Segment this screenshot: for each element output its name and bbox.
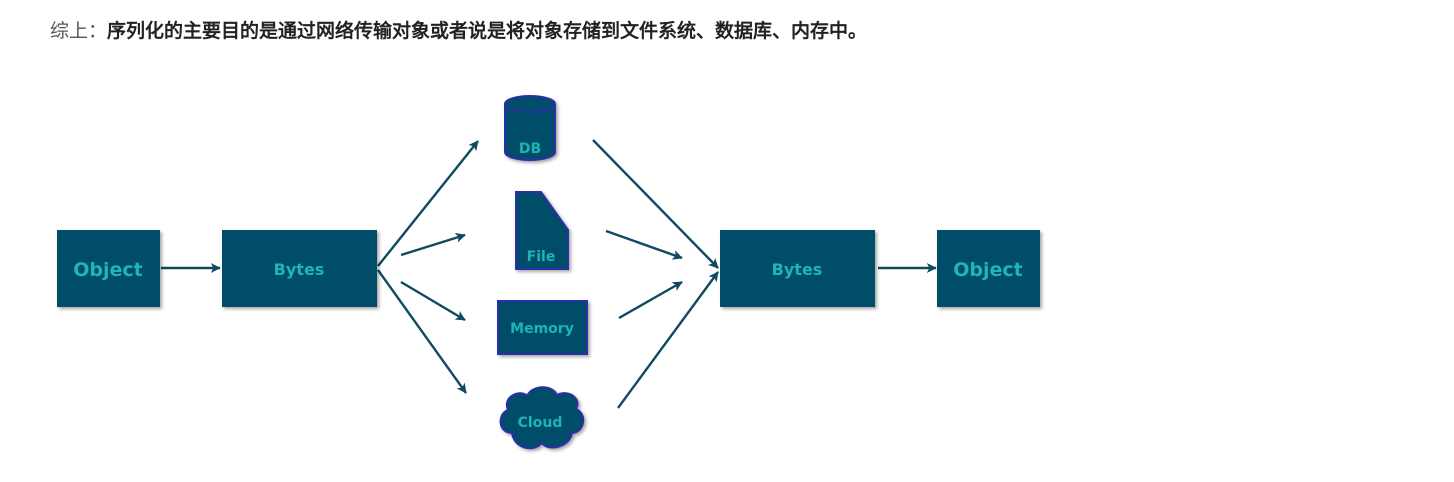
object-node-left-label: Object — [73, 259, 143, 281]
arrow-bytes-to-db — [377, 140, 479, 267]
bytes-node-right: Bytes — [720, 230, 875, 307]
summary-prefix: 综上： — [50, 20, 108, 42]
arrow-cloud-to-bytes — [617, 271, 719, 409]
arrow-db-to-bytes — [592, 139, 719, 269]
db-label: DB — [519, 141, 541, 157]
arrow-memory-to-bytes — [618, 280, 683, 320]
database-icon: DB — [504, 95, 556, 161]
object-node-right: Object — [937, 230, 1040, 307]
summary-text: 序列化的主要目的是通过网络传输对象或者说是将对象存储到文件系统、数据库、内存中。 — [107, 20, 868, 42]
bytes-node-left: Bytes — [222, 230, 377, 307]
arrow-bytes-to-cloud — [377, 269, 467, 394]
arrow-file-to-bytes — [605, 229, 683, 260]
arrow-bytes-to-memory — [400, 280, 466, 322]
file-label: File — [527, 249, 556, 265]
cloud-icon: Cloud — [499, 386, 585, 450]
file-icon: File — [515, 191, 569, 270]
memory-label: Memory — [510, 321, 574, 337]
arrow-bytes-to-file — [400, 232, 466, 257]
bytes-node-left-label: Bytes — [274, 260, 325, 279]
summary-paragraph: 综上：序列化的主要目的是通过网络传输对象或者说是将对象存储到文件系统、数据库、内… — [50, 18, 867, 44]
object-node-right-label: Object — [953, 259, 1023, 281]
bytes-node-right-label: Bytes — [772, 260, 823, 279]
cloud-label: Cloud — [518, 415, 563, 431]
object-node-left: Object — [57, 230, 160, 307]
memory-icon: Memory — [497, 300, 588, 355]
connectors — [161, 139, 937, 409]
